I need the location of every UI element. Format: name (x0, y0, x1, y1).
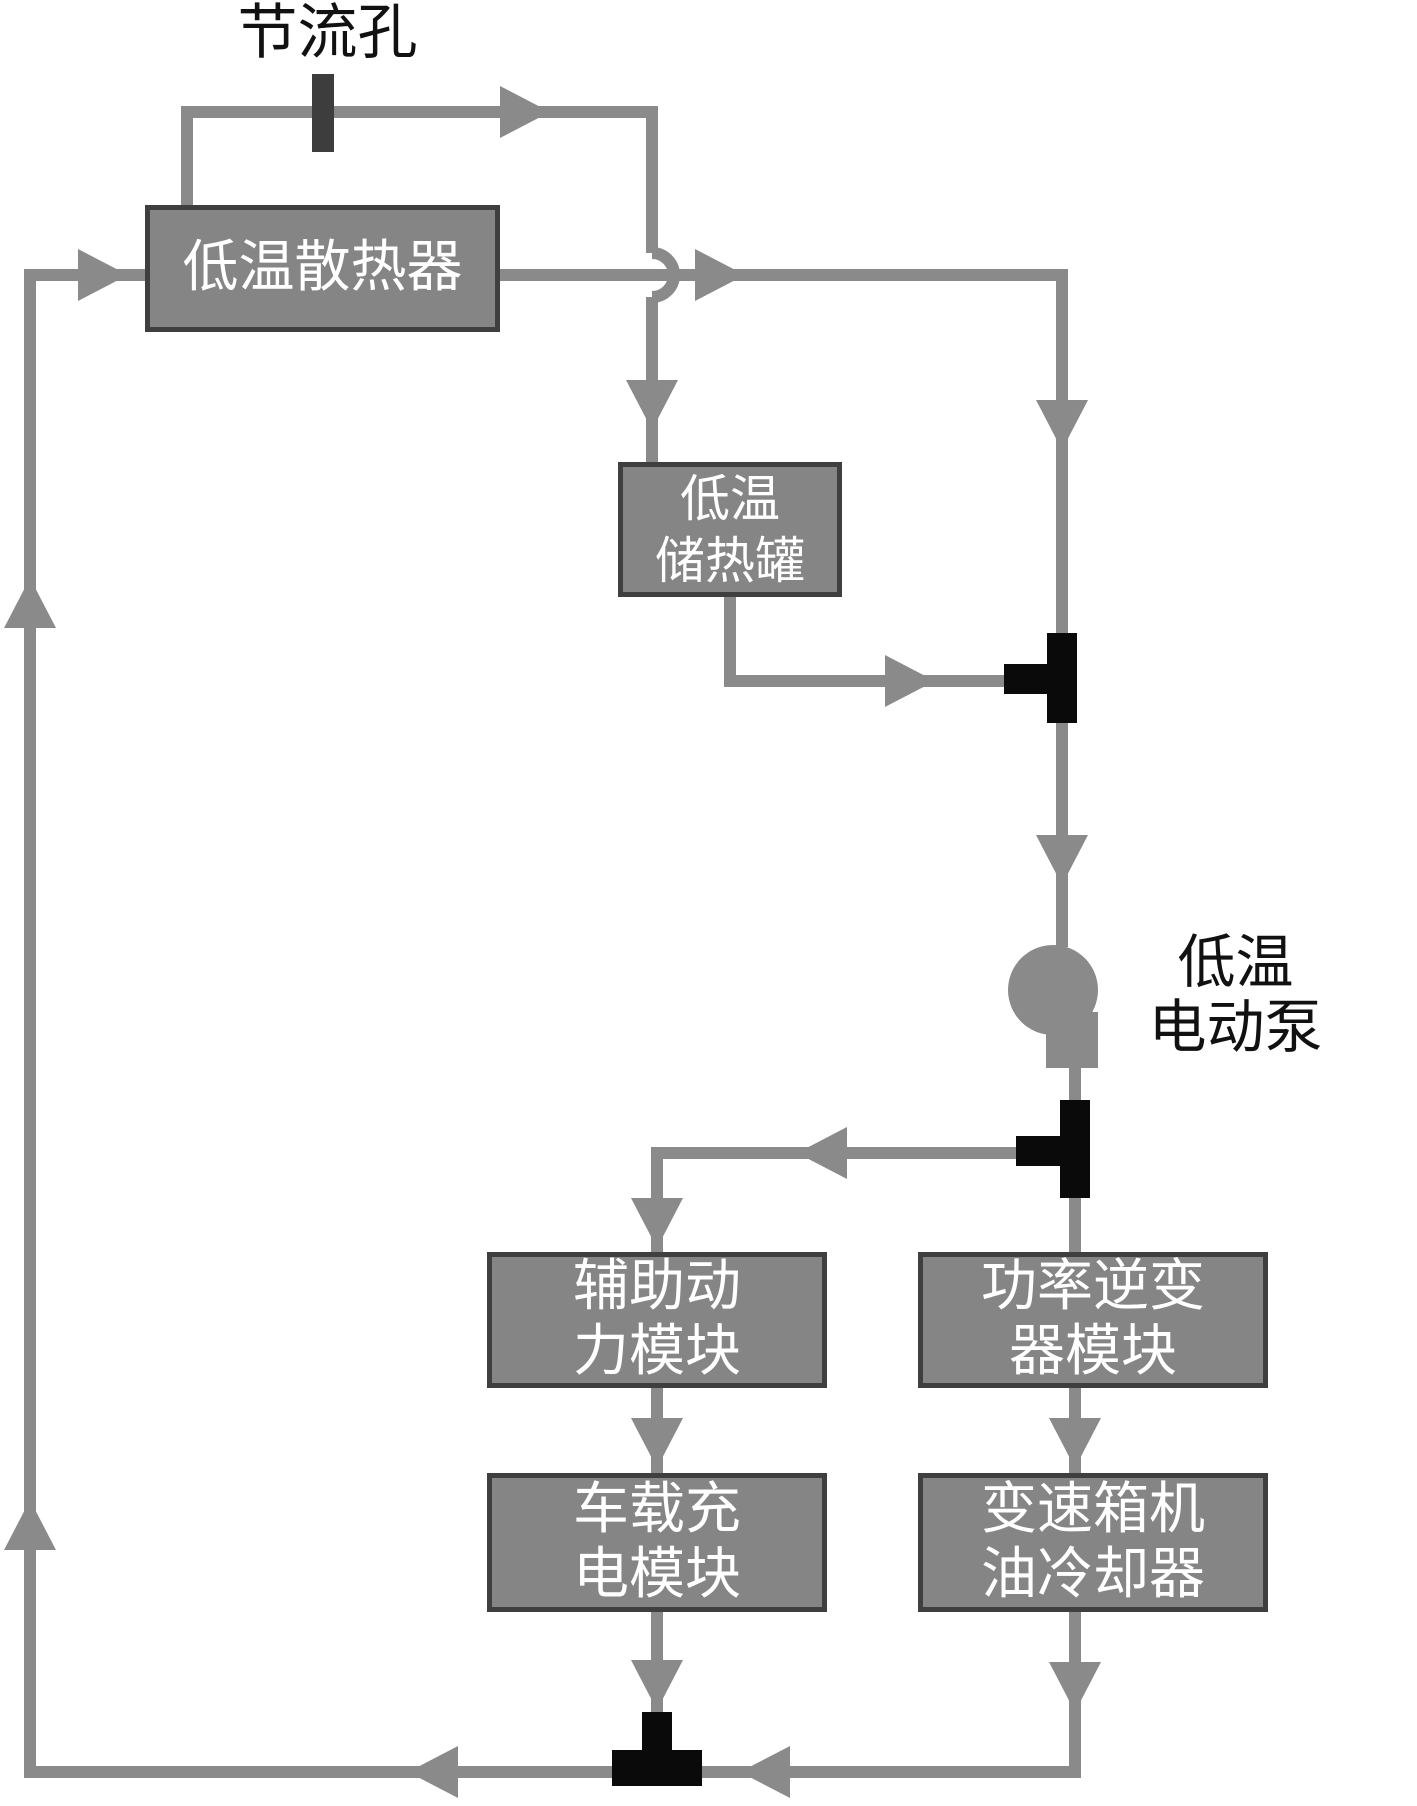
flow-arrow-icon-bottom-left (408, 1746, 458, 1798)
pipe-inverter-inlet (1069, 1198, 1081, 1252)
pipe-radiator-top-stub (181, 106, 193, 205)
node-aux-power-module: 辅助动 力模块 (487, 1252, 827, 1388)
flow-arrow-icon-tank-outlet (885, 655, 935, 707)
node-inverter-module: 功率逆变 器模块 (918, 1252, 1268, 1388)
node-heat-storage-tank-label-line1: 低温 (680, 469, 780, 528)
node-onboard-charger-module-label-line2: 电模块 (573, 1541, 741, 1607)
node-inverter-module-label-line1: 功率逆变 (981, 1254, 1205, 1320)
flow-arrow-icon-pump-inlet (1036, 835, 1088, 885)
flow-arrow-icon-throttle-loop (500, 86, 550, 138)
pump-icon-outlet-tab (1046, 1012, 1098, 1068)
node-heat-storage-tank-label-line2: 储热罐 (655, 531, 805, 590)
flow-arrow-icon-radiator-inlet (78, 249, 128, 301)
pump-label: 低温 电动泵 (1118, 930, 1353, 1060)
node-heat-storage-tank: 低温 储热罐 (618, 462, 842, 597)
pipe-pump-outlet-stub (1069, 1062, 1081, 1104)
tee-junction-icon-bottom-merge-bar (612, 1750, 702, 1786)
node-gearbox-oil-cooler-label-line2: 油冷却器 (981, 1541, 1205, 1607)
node-gearbox-oil-cooler: 变速箱机 油冷却器 (918, 1473, 1268, 1612)
flow-arrow-icon-tank-inlet (626, 380, 678, 430)
flow-arrow-icon-return-lower (4, 1500, 56, 1550)
node-inverter-module-label-line2: 器模块 (1009, 1319, 1177, 1384)
pipe-radiator-outlet (500, 269, 1068, 281)
flow-arrow-icon-cooler-outlet (1049, 1662, 1101, 1712)
flow-arrow-icon-charger-inlet (631, 1418, 683, 1468)
node-aux-power-module-label-line1: 辅助动 (573, 1254, 741, 1320)
flow-arrow-icon-aux-power-inlet (631, 1198, 683, 1248)
node-onboard-charger-module: 车载充 电模块 (487, 1473, 827, 1612)
flow-arrow-icon-return-upper (4, 578, 56, 628)
flow-arrow-icon-cooler-inlet (1049, 1418, 1101, 1468)
pipe-tank-outlet-horizontal (724, 675, 1004, 687)
flow-arrow-icon-charger-outlet (631, 1660, 683, 1710)
pipe-tank-bottom-stub (724, 597, 736, 687)
pump-label-line1: 低温 (1177, 928, 1294, 996)
tee-junction-icon-tank-merge-tab (1004, 664, 1047, 694)
pipe-left-return-vertical (24, 269, 36, 1778)
flow-arrow-icon-radiator-outlet (695, 249, 745, 301)
pump-label-line2: 电动泵 (1148, 992, 1323, 1061)
tee-junction-icon-tank-merge-vertical (1047, 633, 1077, 723)
pipe-bottom-return-horizontal (24, 1766, 1081, 1778)
throttle-orifice-label: 节流孔 (237, 0, 418, 68)
pipe-throttle-drop-upper (646, 106, 658, 253)
node-aux-power-module-label-line2: 力模块 (573, 1319, 741, 1384)
node-gearbox-oil-cooler-label-line1: 变速箱机 (981, 1476, 1205, 1542)
tee-junction-icon-pump-split-tab (1016, 1136, 1060, 1166)
pipe-crossover-hop-icon (651, 247, 680, 303)
node-radiator: 低温散热器 (145, 205, 500, 332)
node-onboard-charger-module-label-line1: 车载充 (573, 1476, 741, 1542)
throttle-orifice-icon (312, 74, 334, 152)
node-radiator-label: 低温散热器 (182, 235, 463, 301)
flow-arrow-icon-right-supply (1036, 400, 1088, 450)
flow-arrow-icon-branch-left (797, 1127, 847, 1179)
pipe-throttle-loop-horizontal (181, 106, 658, 118)
flow-arrow-icon-bottom-mid (740, 1746, 790, 1798)
tee-junction-icon-pump-split-vertical (1060, 1100, 1090, 1198)
